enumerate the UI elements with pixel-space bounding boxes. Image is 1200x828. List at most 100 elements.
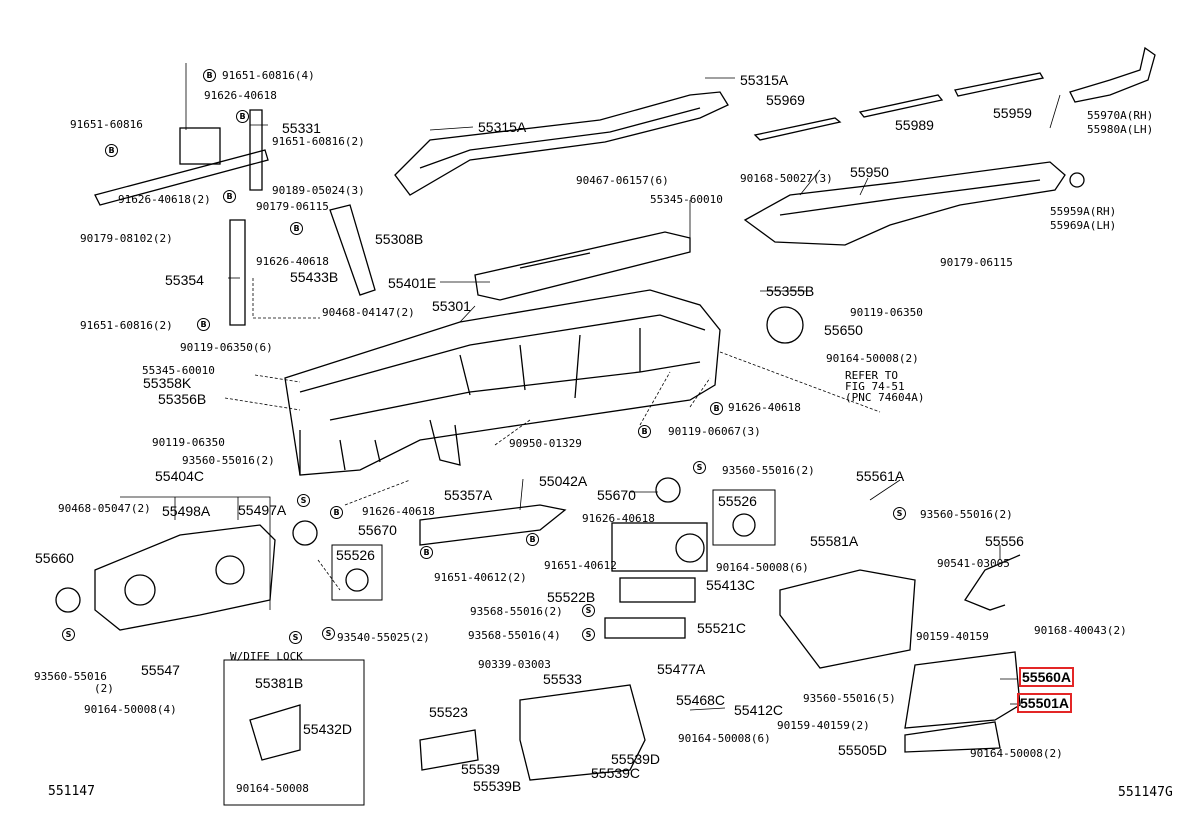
screw-symbol: S: [893, 507, 906, 520]
part-label: 55959A(RH): [1050, 205, 1117, 218]
inset-frame: [223, 659, 365, 806]
part-label: 91651-60816(4): [222, 69, 315, 82]
part-label: 55650: [824, 322, 863, 338]
part-label: 90119-06350: [152, 436, 225, 449]
part-label: 90164-50008(2): [970, 747, 1063, 760]
part-label: 55331: [282, 120, 321, 136]
part-label: 55355B: [766, 283, 815, 299]
part-label: 90164-50008(2): [826, 352, 919, 365]
part-label: 55670: [358, 522, 397, 538]
part-label: 55959: [993, 105, 1032, 121]
part-label: 90189-05024(3): [272, 184, 365, 197]
part-label: 55468C: [676, 692, 726, 708]
part-label: 55357A: [444, 487, 493, 503]
part-label: 90119-06350(6): [180, 341, 273, 354]
part-label: 90159-40159(2): [777, 719, 870, 732]
part-label: 55315A: [740, 72, 789, 88]
part-label: 90179-08102(2): [80, 232, 173, 245]
part-label: 55308B: [375, 231, 424, 247]
bolt-symbol: B: [223, 190, 236, 203]
figure-code-right: 551147G: [1118, 785, 1173, 800]
part-label: 55432D: [303, 721, 353, 737]
part-label: 91626-40618: [256, 255, 329, 268]
part-label: 90468-05047(2): [58, 502, 151, 515]
part-label: 55522B: [547, 589, 596, 605]
refer-note-line: REFER TO: [845, 369, 898, 382]
defroster-nozzle-outline: [394, 91, 729, 196]
part-label: 55539C: [591, 765, 641, 781]
part-label: 91626-40618: [582, 512, 655, 525]
part-label: 90164-50008(4): [84, 703, 177, 716]
inset-title: W/DIFE LOCK: [230, 650, 303, 663]
part-label: 55526: [718, 493, 757, 509]
part-label: 55969A(LH): [1050, 219, 1117, 232]
part-label: 55969: [766, 92, 805, 108]
part-label: 55042A: [539, 473, 588, 489]
screw-symbol: S: [693, 461, 706, 474]
part-label: 55497A: [238, 502, 287, 518]
part-label: 55581A: [810, 533, 859, 549]
screw-symbol: S: [582, 628, 595, 641]
part-label: 55413C: [706, 577, 756, 593]
highlighted-part-55501A[interactable]: 55501A: [1016, 693, 1073, 713]
lower-center-panel: [519, 684, 646, 781]
part-label: 55358K: [143, 375, 192, 391]
part-label: 55521C: [697, 620, 747, 636]
screw-symbol: S: [62, 628, 75, 641]
part-label: 55498A: [162, 503, 211, 519]
part-label: 90468-04147(2): [322, 306, 415, 319]
part-label: 55433B: [290, 269, 339, 285]
glove-box-outline: [779, 569, 916, 669]
refer-note-line: FIG 74-51: [845, 380, 905, 393]
part-label: 93568-55016(4): [468, 629, 561, 642]
bolt-symbol: B: [526, 533, 539, 546]
screw-symbol: S: [297, 494, 310, 507]
highlighted-part-55560A[interactable]: 55560A: [1018, 667, 1075, 687]
part-label: 90467-06157(6): [576, 174, 669, 187]
screw-symbol: S: [322, 627, 335, 640]
part-label: 90164-50008: [236, 782, 309, 795]
part-label: 55356B: [158, 391, 207, 407]
part-label: 91626-40618: [204, 89, 277, 102]
part-label: 93560-55016(2): [182, 454, 275, 467]
cluster-finish-panel-outline: [94, 524, 276, 631]
heater-duct-outline: [743, 161, 1066, 246]
part-label: 55526: [336, 547, 375, 563]
switch-bracket-55357A: [419, 504, 567, 546]
part-label: 91651-60816(2): [272, 135, 365, 148]
part-label: 93568-55016(2): [470, 605, 563, 618]
part-label: 55561A: [856, 468, 905, 484]
side-vent-duct: [1069, 46, 1156, 103]
bolt-symbol: B: [236, 110, 249, 123]
part-label: 90119-06350: [850, 306, 923, 319]
part-label: 55980A(LH): [1087, 123, 1154, 136]
part-label: 55547: [141, 662, 180, 678]
bolt-symbol: B: [197, 318, 210, 331]
part-label: 90179-06115: [256, 200, 329, 213]
part-label: 91651-60816(2): [80, 319, 173, 332]
left-reinforcement: [94, 149, 269, 206]
part-label: 55523: [429, 704, 468, 720]
part-label: 55970A(RH): [1087, 109, 1154, 122]
part-label: 91651-60816: [70, 118, 143, 131]
part-label: 93560-55016(2): [722, 464, 815, 477]
part-label: 55539: [461, 761, 500, 777]
refer-note-line: (PNC 74604A): [845, 391, 925, 404]
part-label: 93560-55016(2): [920, 508, 1013, 521]
part-label: 55401E: [388, 275, 437, 291]
glove-door-outline: [904, 651, 1021, 729]
part-label: (2): [94, 682, 114, 695]
part-label: 55533: [543, 671, 582, 687]
part-label: 55345-60010: [650, 193, 723, 206]
part-label: 55670: [597, 487, 636, 503]
part-label: 55950: [850, 164, 889, 180]
part-label: 55345-60010: [142, 364, 215, 377]
bolt-symbol: B: [330, 506, 343, 519]
part-label: 55354: [165, 272, 204, 288]
part-label: 55301: [432, 298, 471, 314]
part-label: 93560-55016: [34, 670, 107, 683]
part-label: 90950-01329: [509, 437, 582, 450]
figure-code-left: 551147: [48, 784, 95, 799]
part-label: 55412C: [734, 702, 784, 718]
